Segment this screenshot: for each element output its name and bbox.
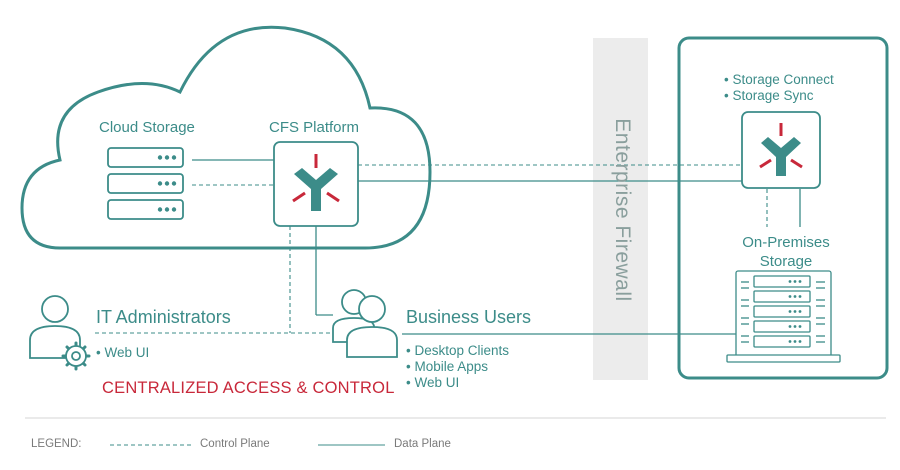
user-feature-2: • Mobile Apps [406, 359, 489, 374]
it-administrators-label: IT Administrators [96, 307, 231, 327]
business-users-label: Business Users [406, 307, 532, 327]
storage-feature-1: • Storage Connect [724, 72, 834, 87]
cloud-storage-label: Cloud Storage [99, 119, 195, 136]
admin-feature-1: • Web UI [96, 345, 150, 360]
users-icon [332, 289, 398, 358]
enterprise-firewall-label: Enterprise Firewall [611, 118, 634, 302]
control-plane-lines [95, 164, 768, 334]
logo-icon [292, 154, 340, 211]
on-premises-box [677, 36, 889, 380]
on-premises-label-line1: On-Premises [742, 234, 830, 251]
user-feature-1: • Desktop Clients [406, 343, 510, 358]
centralized-access-label: CENTRALIZED ACCESS & CONTROL [102, 379, 395, 397]
on-premises-label-line2: Storage [759, 253, 813, 270]
logo-icon [759, 123, 803, 176]
server-stack-icon [107, 147, 184, 220]
firewall-band [593, 38, 648, 380]
user-feature-3: • Web UI [406, 375, 460, 390]
cfs-platform-label: CFS Platform [269, 119, 360, 136]
storage-connect-box [741, 111, 821, 189]
cloud-icon [20, 25, 432, 250]
storage-feature-2: • Storage Sync [724, 88, 814, 103]
legend-data-plane: Data Plane [394, 438, 451, 450]
legend-title: LEGEND: [31, 438, 82, 450]
cfs-platform-box [273, 141, 359, 227]
admin-gear-icon [29, 295, 91, 371]
server-rack-icon [726, 270, 841, 363]
legend-control-plane: Control Plane [200, 438, 270, 450]
data-plane-lines [192, 159, 801, 335]
